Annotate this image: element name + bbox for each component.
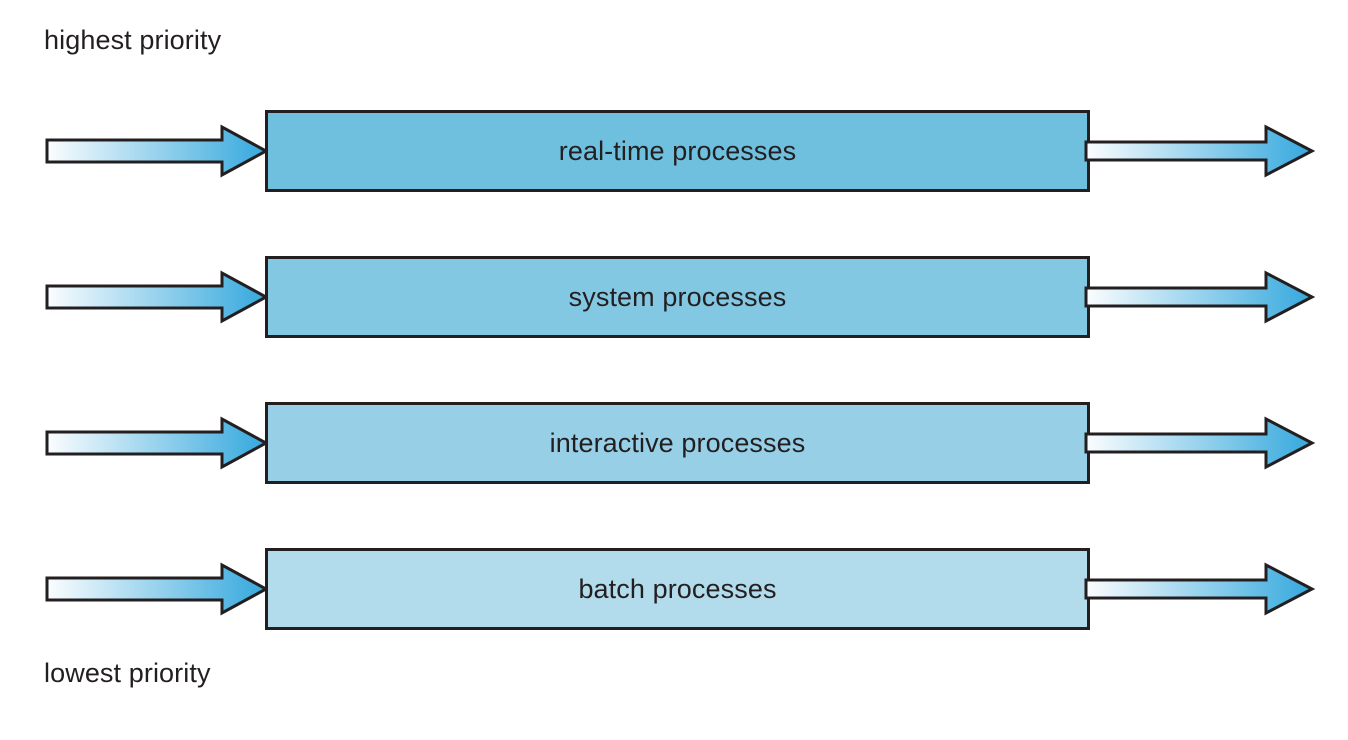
- lowest-priority-label: lowest priority: [44, 658, 211, 688]
- arrow-shape: [45, 270, 270, 324]
- process-class-box: system processes: [265, 256, 1090, 338]
- arrow-out-real-time: [1084, 110, 1318, 192]
- arrow-in-real-time: [44, 110, 270, 192]
- arrow-shape: [45, 124, 270, 178]
- arrow-out-batch: [1084, 548, 1318, 630]
- process-class-box: real-time processes: [265, 110, 1090, 192]
- process-class-label: batch processes: [578, 573, 777, 604]
- arrow-out-system: [1084, 256, 1318, 338]
- arrow-out-interactive: [1084, 402, 1318, 484]
- process-class-box: interactive processes: [265, 402, 1090, 484]
- arrow-in-batch: [44, 548, 270, 630]
- arrow-shape: [45, 562, 270, 616]
- arrow-shape: [1084, 416, 1316, 470]
- process-class-label: system processes: [568, 281, 787, 312]
- arrow-shape: [1084, 124, 1316, 178]
- process-class-label: interactive processes: [549, 427, 806, 458]
- process-class-label: real-time processes: [558, 135, 797, 166]
- process-class-box: batch processes: [265, 548, 1090, 630]
- arrow-shape: [1084, 270, 1316, 324]
- highest-priority-label: highest priority: [44, 25, 222, 55]
- arrow-shape: [45, 416, 270, 470]
- arrow-in-interactive: [44, 402, 270, 484]
- arrow-in-system: [44, 256, 270, 338]
- arrow-shape: [1084, 562, 1316, 616]
